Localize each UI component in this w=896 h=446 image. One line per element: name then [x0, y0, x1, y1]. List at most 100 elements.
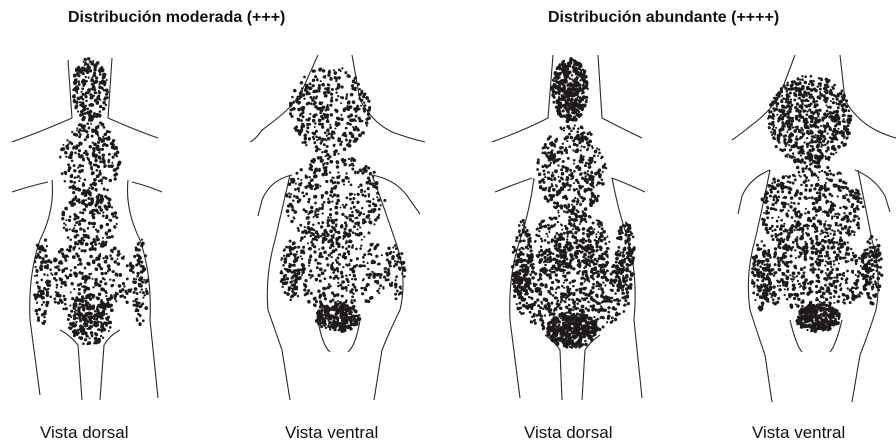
- stipple-dot: [344, 286, 348, 290]
- stipple-dot: [583, 86, 585, 88]
- stipple-dot: [361, 292, 364, 295]
- stipple-dot: [343, 109, 346, 112]
- stipple-dot: [384, 270, 387, 273]
- stipple-dot: [348, 264, 350, 266]
- stipple-dot: [562, 265, 564, 267]
- stipple-dot: [93, 183, 96, 186]
- stipple-dot: [343, 132, 346, 135]
- stipple-dot: [110, 257, 113, 260]
- stipple-dot: [393, 265, 396, 268]
- stipple-dot: [362, 256, 365, 259]
- stipple-dot: [352, 283, 355, 286]
- stipple-dot: [576, 131, 579, 134]
- stipple-dot: [603, 268, 605, 270]
- stipple-dot: [82, 184, 85, 187]
- stipple-dot: [569, 82, 571, 84]
- stipple-dot: [545, 285, 548, 288]
- stipple-dot: [136, 272, 139, 275]
- stipple-dot: [286, 281, 288, 283]
- stipple-dot: [139, 305, 142, 308]
- stipple-dot: [77, 314, 79, 316]
- stipple-dot: [82, 72, 85, 75]
- stipple-dot: [133, 304, 136, 307]
- stipple-dot: [108, 165, 111, 168]
- stipple-dot: [136, 302, 140, 306]
- stipple-dot: [300, 119, 303, 122]
- stipple-dot: [578, 190, 580, 192]
- stipple-dot: [589, 305, 592, 308]
- stipple-dot: [310, 180, 313, 183]
- stipple-dot: [97, 98, 100, 101]
- stipple-dot: [69, 327, 73, 331]
- stipple-dot: [44, 249, 47, 252]
- stipple-dot: [72, 191, 75, 194]
- stipple-dot: [75, 133, 78, 136]
- stipple-dot: [68, 219, 71, 222]
- stipple-dot: [310, 206, 314, 210]
- stipple-dot: [290, 193, 292, 195]
- stipple-dot: [603, 230, 605, 232]
- stipple-dot: [395, 297, 398, 300]
- stipple-dot: [87, 235, 90, 238]
- stipple-dot: [335, 80, 337, 82]
- stipple-dot: [136, 292, 139, 295]
- stipple-dot: [87, 63, 90, 66]
- stipple-dot: [580, 172, 583, 175]
- stipple-dot: [587, 247, 590, 250]
- stipple-dot: [73, 217, 76, 220]
- stipple-dot: [38, 256, 41, 259]
- stipple-dot: [79, 101, 81, 103]
- stipple-dot: [602, 171, 604, 173]
- stipple-dot: [353, 309, 355, 311]
- stipple-dot: [319, 294, 323, 298]
- stipple-dot: [304, 88, 306, 90]
- stipple-dot: [592, 305, 595, 308]
- stipple-dot: [580, 203, 582, 205]
- stipple-dot: [542, 187, 546, 191]
- stipple-dot: [49, 268, 52, 271]
- stipple-dot: [385, 278, 388, 281]
- stipple-dot: [542, 320, 544, 322]
- stipple-dot: [314, 174, 316, 176]
- stipple-dot: [39, 267, 41, 269]
- stipple-dot: [283, 249, 285, 251]
- stipple-dot: [360, 99, 363, 102]
- stipple-dot: [582, 324, 584, 326]
- stipple-dot: [114, 177, 117, 180]
- stipple-dot: [548, 164, 551, 167]
- stipple-dot: [395, 247, 398, 250]
- stipple-dot: [43, 313, 46, 316]
- stipple-dot: [141, 281, 144, 284]
- stipple-dot: [595, 233, 597, 235]
- stipple-dot: [580, 314, 582, 316]
- stipple-dot: [563, 232, 566, 235]
- stipple-dot: [99, 170, 101, 172]
- stipple-dot: [555, 261, 558, 264]
- stipple-dot: [329, 155, 332, 158]
- stipple-dot: [295, 288, 298, 291]
- stipple-dot: [328, 75, 330, 77]
- stipple-dot: [600, 287, 604, 291]
- stipple-dot: [342, 266, 344, 268]
- stipple-dot: [109, 279, 111, 281]
- stipple-dot: [351, 296, 354, 299]
- stipple-dot: [558, 189, 562, 193]
- stipple-dot: [294, 210, 298, 214]
- stipple-dot: [572, 127, 575, 130]
- stipple-dot: [596, 184, 598, 186]
- stipple-dot: [553, 339, 555, 341]
- stipple-dot: [134, 287, 138, 291]
- stipple-dot: [568, 316, 572, 320]
- stipple-dot: [565, 255, 567, 257]
- stipple-dot: [539, 186, 542, 189]
- stipple-dot: [289, 240, 292, 243]
- stipple-dot: [602, 291, 605, 294]
- stipple-dot: [85, 302, 87, 304]
- stipple-dot: [607, 306, 610, 309]
- stipple-dot: [345, 203, 348, 206]
- stipple-dot: [319, 279, 322, 282]
- stipple-dot: [300, 179, 302, 181]
- stipple-dot: [578, 103, 581, 106]
- stipple-dot: [114, 211, 118, 215]
- stipple-dot: [549, 142, 553, 146]
